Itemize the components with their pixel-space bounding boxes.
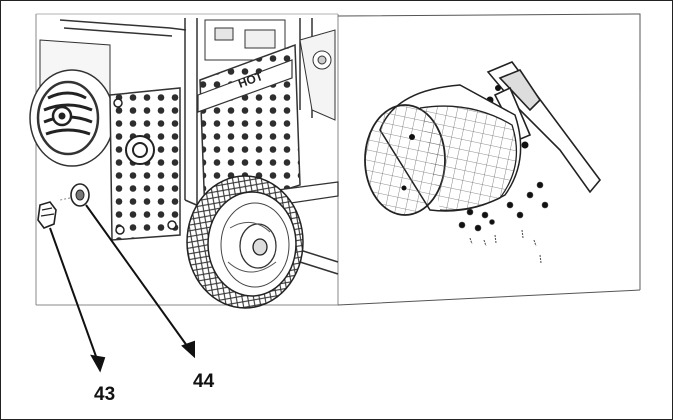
arrowhead-44: [181, 340, 195, 359]
callout-44: 44: [193, 371, 215, 392]
filter-element: [364, 84, 522, 216]
perforated-plate-left: [109, 87, 181, 241]
part-44: [59, 183, 90, 207]
left-panel-generator: HOT: [29, 13, 339, 309]
arrowhead-43: [90, 354, 106, 373]
callout-43: 43: [94, 384, 116, 405]
callout-leaders: [49, 204, 195, 373]
right-panel-air-filter: [337, 13, 641, 306]
alternator-end: [29, 69, 115, 167]
part-43: [37, 201, 57, 229]
wheel: [186, 175, 304, 309]
heat-shield: HOT: [197, 43, 301, 217]
leader-43: [49, 227, 99, 363]
leader-44: [85, 204, 191, 351]
loose-screws: [458, 181, 549, 264]
